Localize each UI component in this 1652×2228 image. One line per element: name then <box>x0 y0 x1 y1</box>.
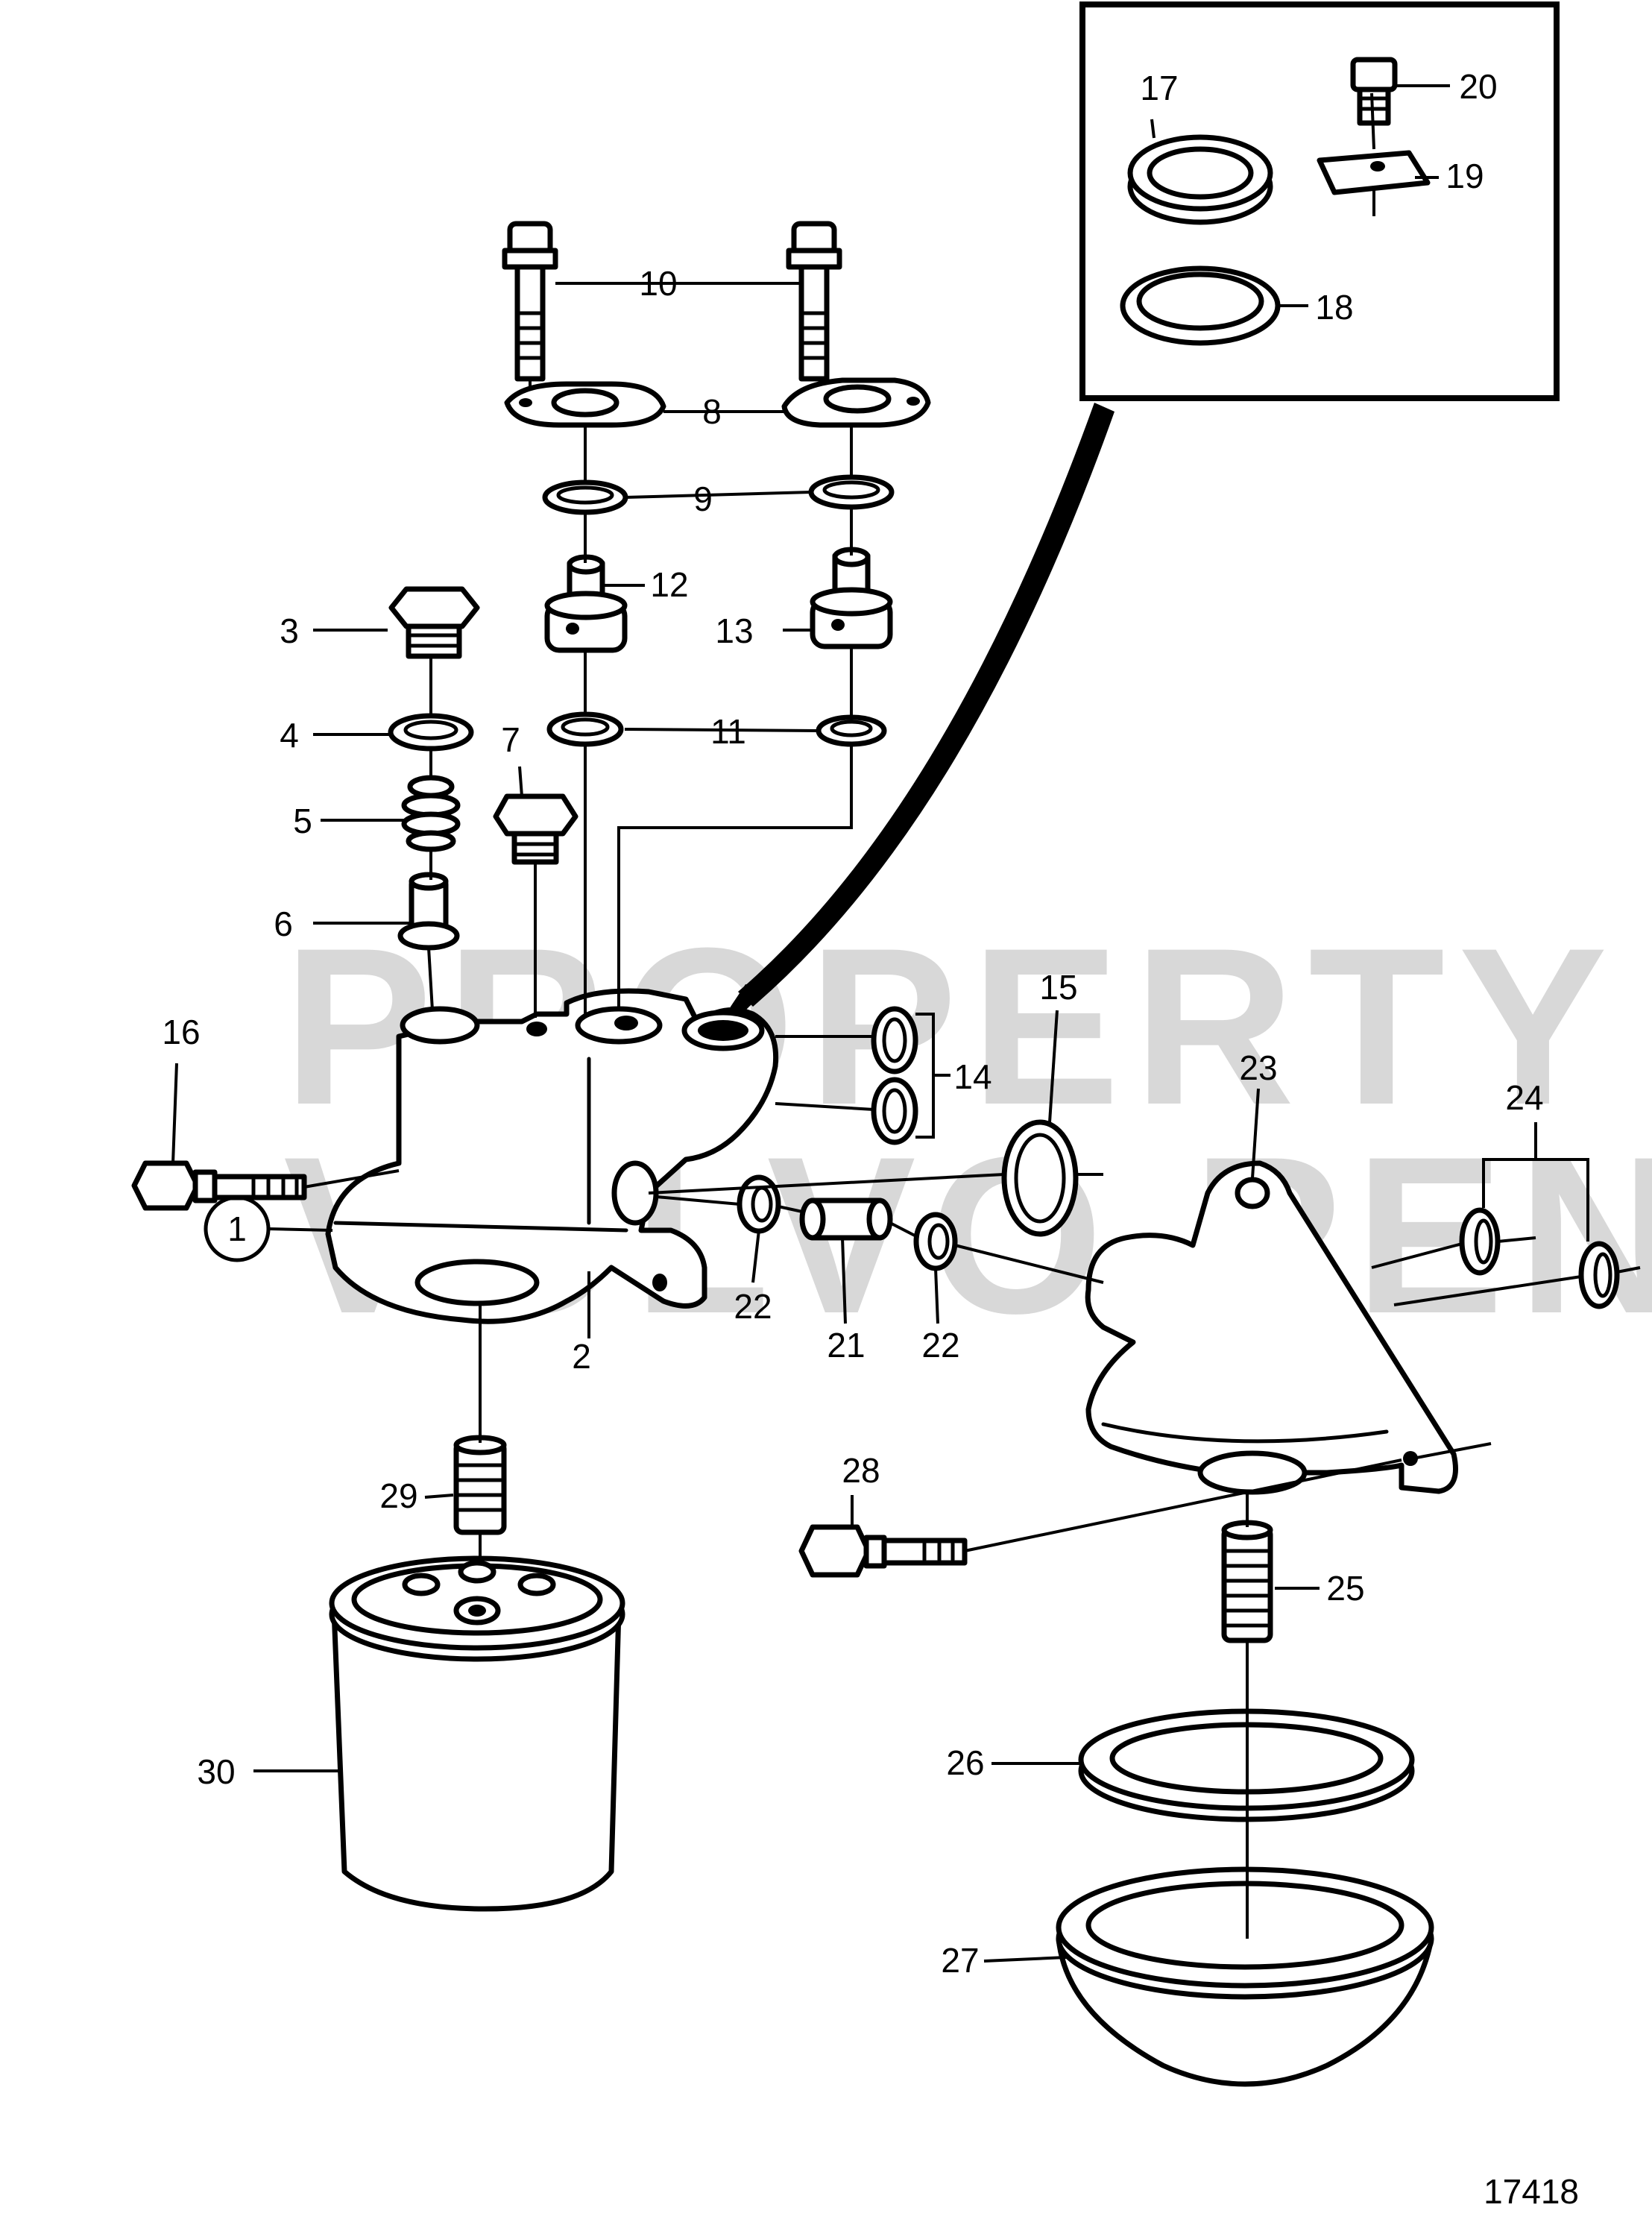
part-19-lock-plate <box>1317 150 1431 195</box>
part-3-plug <box>388 586 480 659</box>
part-29-nipple <box>453 1435 507 1535</box>
part-28-bolt <box>798 1524 968 1578</box>
part-5-spring <box>401 775 461 852</box>
callout-6: 6 <box>274 904 293 943</box>
callout-23: 23 <box>1239 1048 1277 1087</box>
part-13-fitting <box>810 547 893 649</box>
callout-19: 19 <box>1446 157 1484 195</box>
callout-16: 16 <box>162 1013 200 1051</box>
callout-27: 27 <box>941 1941 979 1980</box>
callout-18: 18 <box>1315 288 1353 327</box>
callout-26: 26 <box>946 1743 984 1782</box>
callout-22-right: 22 <box>921 1326 959 1365</box>
callout-25: 25 <box>1326 1569 1364 1608</box>
part-25-nipple <box>1221 1520 1273 1643</box>
part-4-washer <box>388 713 474 752</box>
part-9-o-ring-left <box>542 479 628 515</box>
callout-15: 15 <box>1039 968 1077 1007</box>
part-27-bowl <box>1056 1866 1434 2087</box>
callout-30: 30 <box>197 1752 235 1791</box>
callout-17: 17 <box>1140 69 1178 107</box>
part-9-o-ring-right <box>808 474 895 510</box>
callout-3: 3 <box>280 611 299 650</box>
part-23-filter-bracket <box>1085 1160 1458 1495</box>
assembly-lines <box>303 92 1641 1939</box>
part-10-bolt-right <box>786 221 842 382</box>
part-24-o-rings <box>1459 1207 1620 1309</box>
part-17-ring <box>1127 134 1273 225</box>
drawing-number: 17418 <box>1484 2172 1579 2211</box>
callout-14: 14 <box>953 1057 991 1096</box>
part-30-oil-filter <box>329 1555 625 1912</box>
part-7-plug <box>493 793 578 865</box>
part-8-flange-right <box>781 377 931 428</box>
callout-29: 29 <box>379 1476 417 1515</box>
callout-labels: 1 2 3 4 5 6 7 8 9 10 11 12 13 14 15 16 1… <box>162 67 1543 1980</box>
callout-1-circle <box>204 1195 271 1262</box>
callout-21: 21 <box>827 1326 865 1365</box>
part-21-pipe <box>799 1198 893 1241</box>
part-20-screw <box>1350 57 1398 126</box>
callout-4: 4 <box>280 716 299 755</box>
callout-8: 8 <box>702 392 722 431</box>
callout-10: 10 <box>639 264 677 303</box>
callout-2: 2 <box>572 1337 591 1376</box>
part-15-o-ring <box>1001 1119 1079 1237</box>
callout-12: 12 <box>650 565 688 604</box>
callout-5: 5 <box>293 802 312 840</box>
part-8-flange-left <box>504 381 666 428</box>
part-12-fitting <box>544 554 628 653</box>
part-22-seal-right <box>913 1212 958 1271</box>
part-18-seal-ring <box>1120 265 1281 346</box>
callout-7: 7 <box>501 720 520 759</box>
part-10-bolt-left <box>502 221 558 382</box>
callout-20: 20 <box>1459 67 1497 106</box>
part-16-bolt <box>131 1160 307 1211</box>
callout-1: 1 <box>227 1209 247 1248</box>
callout-28: 28 <box>842 1451 880 1490</box>
callout-leaders <box>171 84 1589 1963</box>
part-14-o-rings <box>871 1006 918 1145</box>
callout-13: 13 <box>715 611 753 650</box>
callout-22-left: 22 <box>734 1287 772 1326</box>
part-11-washer-right <box>816 714 887 747</box>
part-11-washer-left <box>546 711 624 747</box>
detail-inset-box <box>1079 1 1560 401</box>
callout-11: 11 <box>710 712 746 751</box>
callout-9: 9 <box>693 479 713 518</box>
callout-24: 24 <box>1505 1078 1543 1117</box>
part-6-valve-piston <box>397 872 460 951</box>
